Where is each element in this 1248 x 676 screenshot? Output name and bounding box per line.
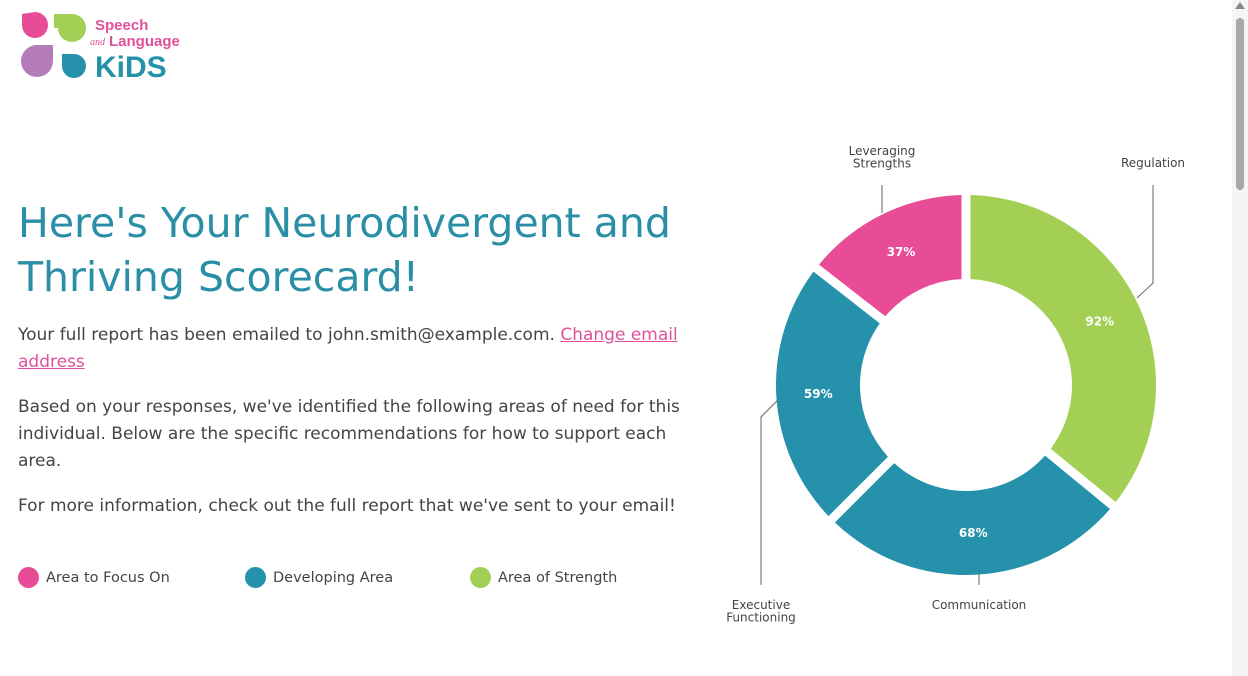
- speech-and-language-kids-logo: Speech and Language KiDS: [21, 12, 180, 82]
- slice-communication[interactable]: [834, 455, 1110, 575]
- category-label: Strengths: [853, 157, 911, 171]
- slice-leveraging-strengths[interactable]: [819, 195, 962, 317]
- value-label: 92%: [1085, 315, 1114, 329]
- legend-label: Area of Strength: [498, 569, 618, 586]
- page-title: Here's Your Neurodivergent and Thriving …: [18, 199, 671, 301]
- scroll-up-arrow-icon[interactable]: [1235, 2, 1245, 9]
- more-info-paragraph: For more information, check out the full…: [18, 496, 676, 516]
- slice-executive-functioning[interactable]: [776, 271, 888, 517]
- value-label: 59%: [804, 387, 833, 401]
- legend-item-focus: Area to Focus On: [18, 567, 245, 588]
- legend-label: Developing Area: [273, 569, 394, 586]
- svg-text:and: and: [90, 37, 106, 48]
- email-notice-text: Your full report has been emailed to joh…: [18, 325, 561, 345]
- legend: Area to Focus On Developing Area Area of…: [18, 567, 617, 588]
- leader-line: [1136, 185, 1154, 299]
- scrollbar-thumb[interactable]: [1236, 18, 1244, 190]
- change-email-link[interactable]: Change email address: [18, 325, 678, 372]
- intro-paragraph: Based on your responses, we've identifie…: [18, 397, 680, 471]
- pink-dot-icon: [18, 567, 39, 588]
- category-label: Communication: [932, 598, 1027, 612]
- category-label: Leveraging: [849, 144, 916, 158]
- value-label: 37%: [887, 245, 916, 259]
- category-label: Functioning: [726, 611, 796, 625]
- slice-regulation[interactable]: [970, 195, 1157, 503]
- svg-text:Speech: Speech: [95, 17, 148, 34]
- category-label: Regulation: [1121, 156, 1185, 170]
- legend-label: Area to Focus On: [46, 569, 170, 586]
- legend-item-developing: Developing Area: [245, 567, 470, 588]
- category-label: Executive: [732, 598, 790, 612]
- svg-text:KiDS: KiDS: [95, 51, 167, 82]
- email-notice: Your full report has been emailed to joh…: [18, 322, 698, 376]
- scrollbar[interactable]: [1232, 0, 1248, 676]
- teal-dot-icon: [245, 567, 266, 588]
- svg-text:Language: Language: [109, 33, 180, 50]
- legend-item-strength: Area of Strength: [470, 567, 617, 588]
- value-label: 68%: [959, 526, 988, 540]
- green-dot-icon: [470, 567, 491, 588]
- leader-line: [760, 399, 779, 585]
